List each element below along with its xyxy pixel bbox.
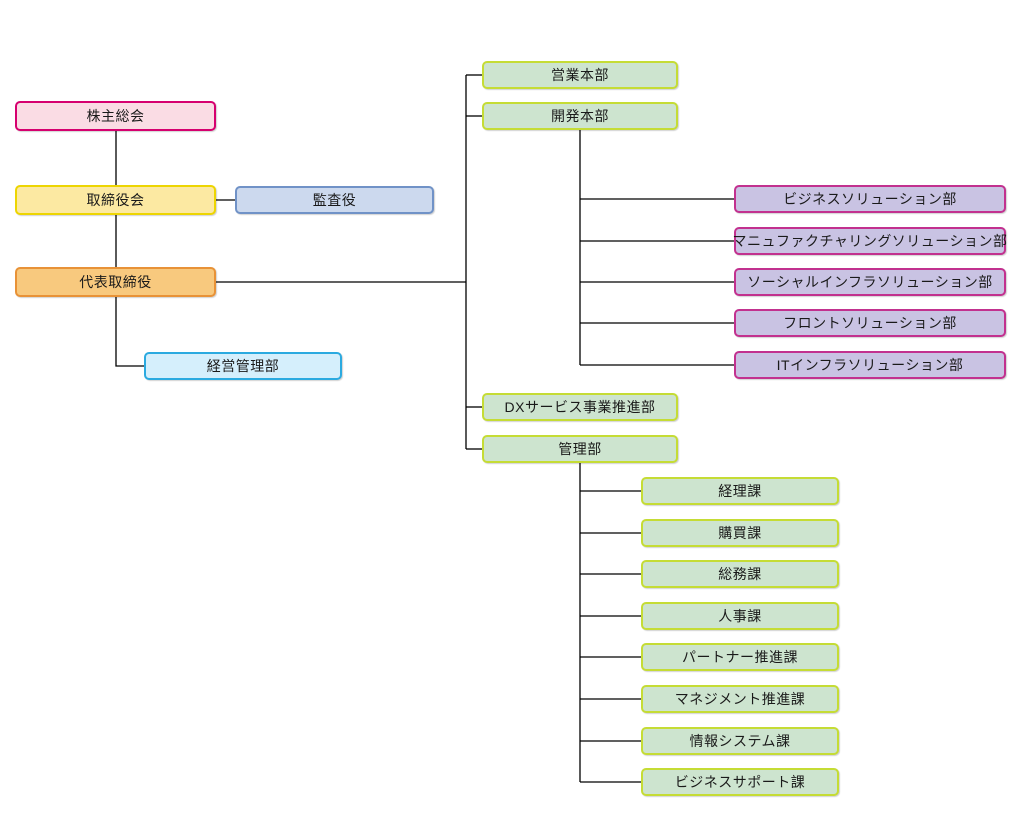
org-node-social-infra-solution: ソーシャルインフラソリューション部 <box>734 268 1006 296</box>
org-node-label: 取締役会 <box>86 192 145 208</box>
org-node-label: マニュファクチャリングソリューション部 <box>732 233 1008 249</box>
org-node-hr-section: 人事課 <box>641 602 839 630</box>
org-node-representative-director: 代表取締役 <box>15 267 216 297</box>
org-node-management-promotion-section: マネジメント推進課 <box>641 685 839 713</box>
org-node-sales-hq: 営業本部 <box>482 61 678 89</box>
org-node-label: 株主総会 <box>86 108 145 124</box>
org-node-label: フロントソリューション部 <box>783 315 957 331</box>
org-node-business-support-section: ビジネスサポート課 <box>641 768 839 796</box>
org-node-label: 経理課 <box>718 483 762 499</box>
org-node-label: ビジネスサポート課 <box>674 774 806 790</box>
org-node-front-solution: フロントソリューション部 <box>734 309 1006 337</box>
org-node-label: ITインフラソリューション部 <box>776 357 964 373</box>
org-node-business-solution: ビジネスソリューション部 <box>734 185 1006 213</box>
org-node-label: 営業本部 <box>551 67 609 83</box>
org-node-manufacturing-solution: マニュファクチャリングソリューション部 <box>732 227 1008 255</box>
org-node-label: 情報システム課 <box>689 733 791 749</box>
org-node-label: 経営管理部 <box>206 358 280 374</box>
org-node-board-of-directors: 取締役会 <box>15 185 216 215</box>
connector-representative-director-to-corporate-management <box>115 297 144 367</box>
org-node-general-affairs-section: 総務課 <box>641 560 839 588</box>
org-node-shareholders-meeting: 株主総会 <box>15 101 216 131</box>
org-node-label: ソーシャルインフラソリューション部 <box>747 274 993 290</box>
org-node-purchasing-section: 購買課 <box>641 519 839 547</box>
org-node-dx-service-promotion: DXサービス事業推進部 <box>482 393 678 421</box>
org-node-information-systems-section: 情報システム課 <box>641 727 839 755</box>
org-node-label: マネジメント推進課 <box>674 691 806 707</box>
org-node-corporate-management: 経営管理部 <box>144 352 342 380</box>
org-node-administration: 管理部 <box>482 435 678 463</box>
org-node-label: 開発本部 <box>551 108 609 124</box>
org-node-label: 購買課 <box>718 525 762 541</box>
org-node-accounting-section: 経理課 <box>641 477 839 505</box>
org-node-label: パートナー推進課 <box>682 649 798 665</box>
org-node-label: DXサービス事業推進部 <box>504 399 656 415</box>
org-node-label: 代表取締役 <box>79 274 152 290</box>
org-node-auditor: 監査役 <box>235 186 434 214</box>
org-node-label: ビジネスソリューション部 <box>783 191 957 207</box>
org-node-development-hq: 開発本部 <box>482 102 678 130</box>
org-node-label: 総務課 <box>718 566 762 582</box>
org-node-it-infra-solution: ITインフラソリューション部 <box>734 351 1006 379</box>
org-node-partner-promotion-section: パートナー推進課 <box>641 643 839 671</box>
org-node-label: 管理部 <box>558 441 602 457</box>
org-node-label: 監査役 <box>312 192 357 208</box>
org-node-label: 人事課 <box>718 608 762 624</box>
